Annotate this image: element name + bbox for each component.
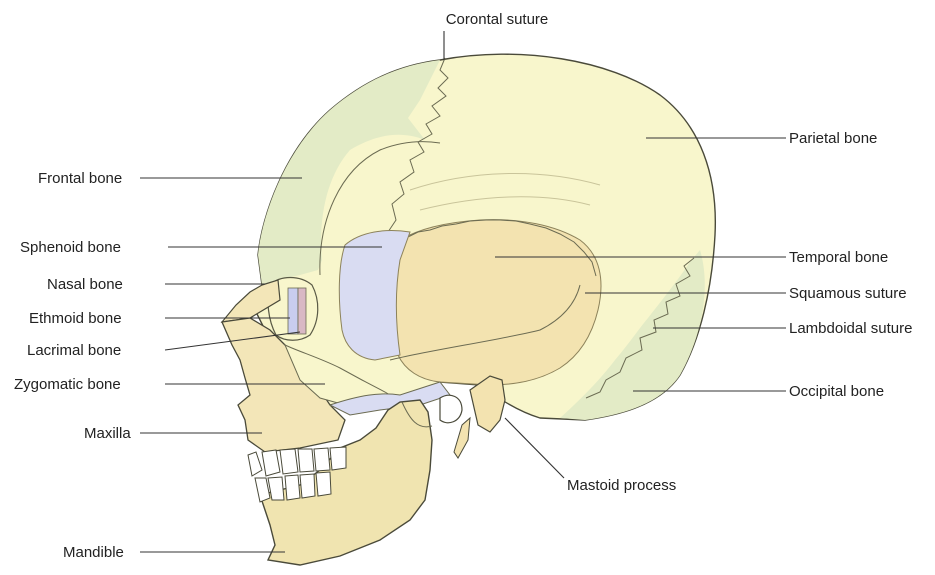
- label-zygomatic-bone: Zygomatic bone: [14, 376, 121, 393]
- label-temporal-bone: Temporal bone: [789, 249, 888, 266]
- label-lacrimal-bone: Lacrimal bone: [27, 342, 121, 359]
- label-lambdoidal-suture: Lambdoidal suture: [789, 320, 912, 337]
- label-occipital-bone: Occipital bone: [789, 383, 884, 400]
- ear-canal: [440, 395, 462, 422]
- label-nasal-bone: Nasal bone: [47, 276, 123, 293]
- styloid-process: [454, 418, 470, 458]
- temporal-bone-region: [392, 220, 601, 385]
- label-mandible: Mandible: [63, 544, 124, 561]
- label-coronal-suture: Corontal suture: [446, 11, 549, 28]
- label-frontal-bone: Frontal bone: [38, 170, 122, 187]
- leader-mastoid: [505, 418, 564, 478]
- label-parietal-bone: Parietal bone: [789, 130, 877, 147]
- label-ethmoid-bone: Ethmoid bone: [29, 310, 122, 327]
- lacrimal-bone-region: [298, 288, 306, 334]
- label-maxilla: Maxilla: [84, 425, 131, 442]
- label-sphenoid-bone: Sphenoid bone: [20, 239, 121, 256]
- label-mastoid-process: Mastoid process: [567, 477, 676, 494]
- ethmoid-bone-region: [288, 288, 298, 334]
- label-squamous-suture: Squamous suture: [789, 285, 907, 302]
